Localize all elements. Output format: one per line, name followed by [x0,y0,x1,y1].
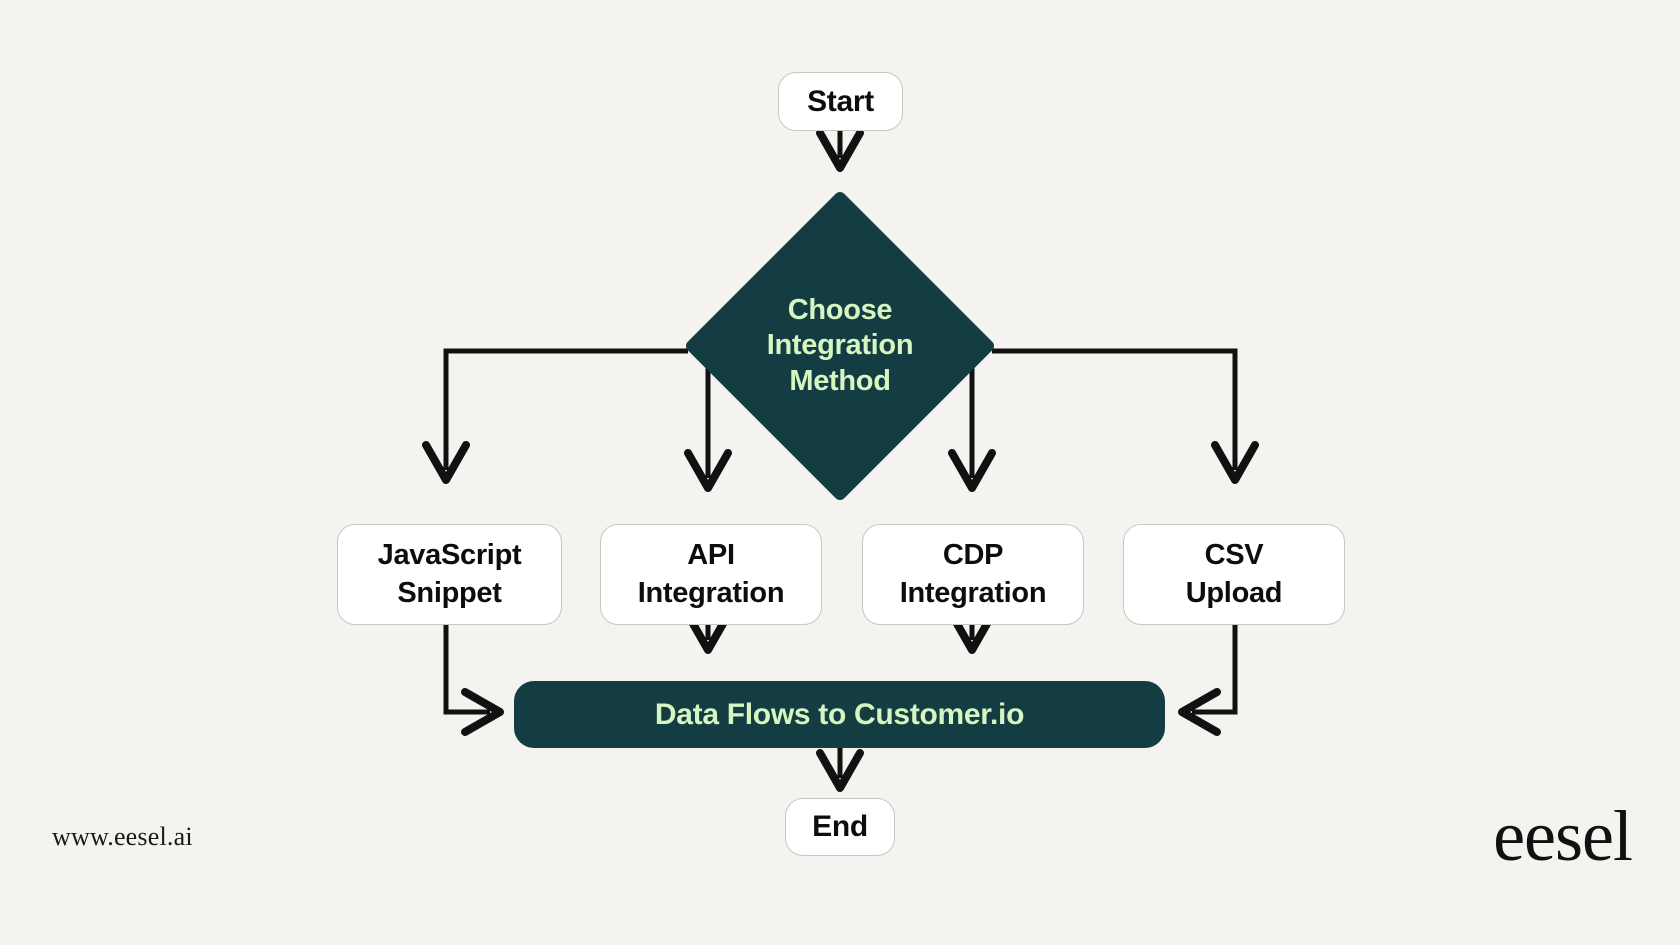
edge-decision-to-js [422,348,688,484]
js-snippet-line-1: JavaScript [377,539,522,572]
decision-line-3: Method [789,364,891,397]
node-start[interactable]: Start [778,72,903,131]
brand-logo: eesel [1493,796,1633,876]
node-cdp-integration[interactable]: CDP Integration [862,524,1084,625]
decision-line-1: Choose [787,293,893,326]
node-csv-upload[interactable]: CSV Upload [1123,524,1345,625]
edge-csv-to-merge [1178,625,1238,736]
node-start-label: Start [807,84,874,118]
node-js-snippet[interactable]: JavaScript Snippet [337,524,562,625]
node-end[interactable]: End [785,798,895,856]
api-integration-line-2: Integration [637,576,785,609]
edge-decision-to-csv [992,348,1259,484]
api-integration-line-1: API [687,539,735,572]
csv-upload-line-2: Upload [1185,576,1283,609]
node-api-integration[interactable]: API Integration [600,524,822,625]
node-decision[interactable]: Choose Integration Method [686,192,994,500]
decision-diamond-shape [686,192,994,500]
node-data-flows-label: Data Flows to Customer.io [654,697,1025,731]
csv-upload-line-1: CSV [1204,539,1264,572]
js-snippet-line-2: Snippet [397,576,502,609]
cdp-integration-line-1: CDP [942,539,1004,572]
cdp-integration-line-2: Integration [899,576,1047,609]
node-data-flows-bar[interactable]: Data Flows to Customer.io [514,681,1165,748]
edge-js-to-merge [443,625,504,736]
node-end-label: End [812,810,868,843]
node-decision-label: Choose Integration Method [686,192,994,500]
footer-url[interactable]: www.eesel.ai [52,822,193,851]
decision-line-2: Integration [766,329,914,362]
